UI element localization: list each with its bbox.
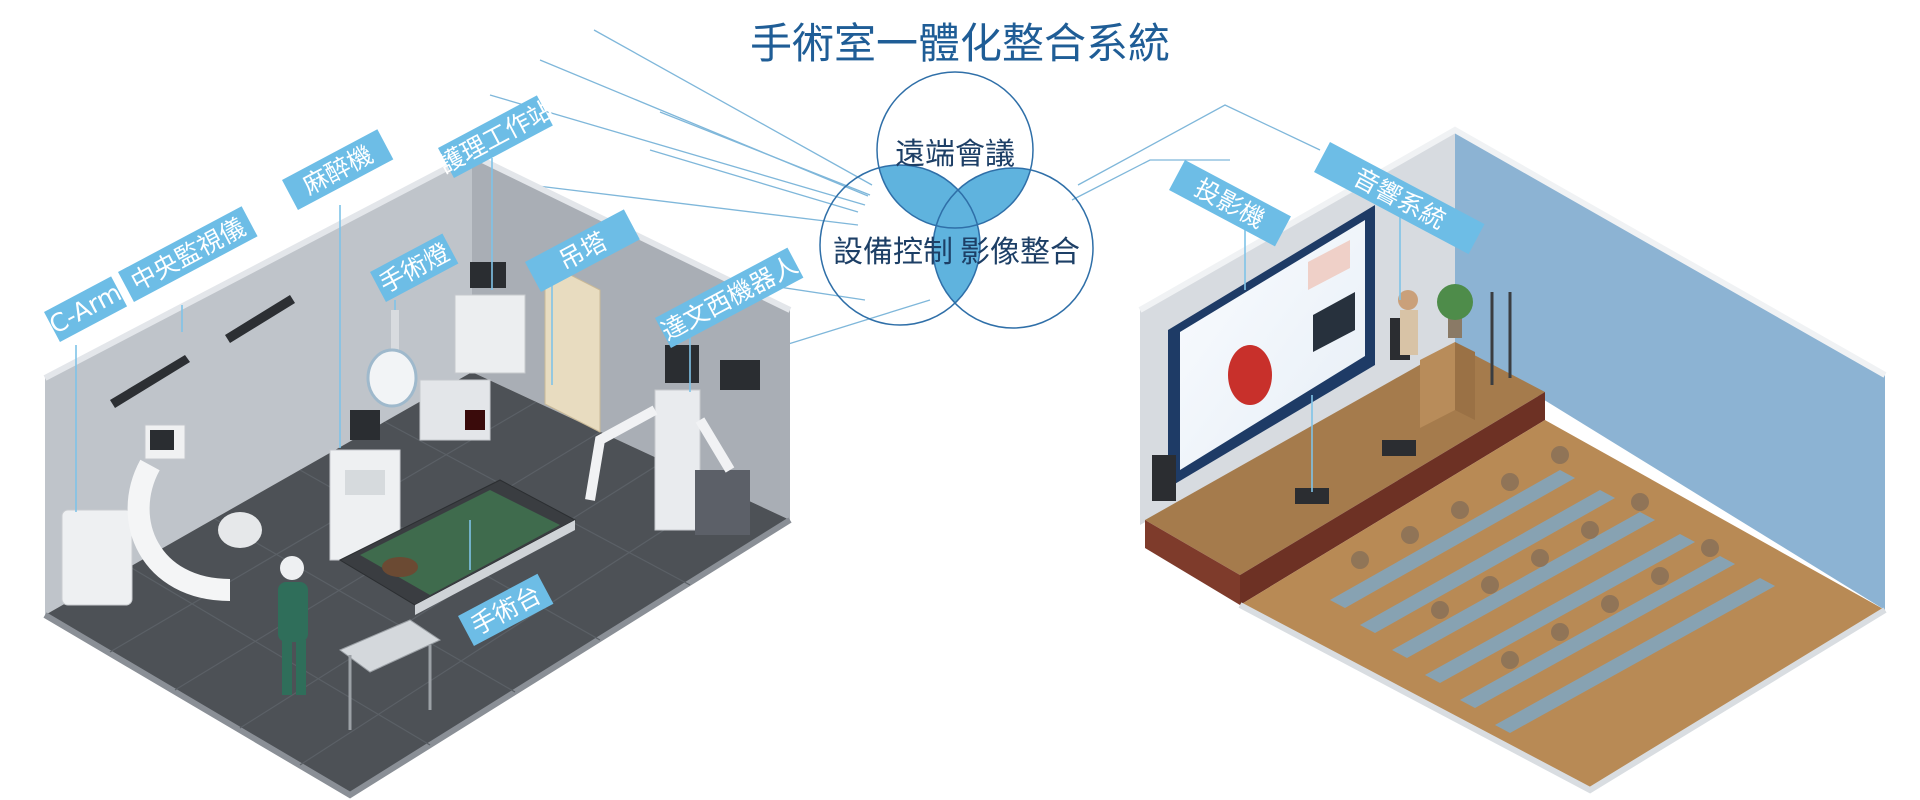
pendant-tower [419, 262, 526, 441]
stage-monitor-speaker-2 [1382, 440, 1416, 456]
instrument-cart [338, 619, 442, 730]
tag-projector-label: 投影機 [1190, 173, 1270, 234]
audience-seating [1330, 470, 1775, 733]
or-door [544, 261, 601, 433]
surgical-light [366, 310, 418, 408]
venn-label-image-integration: 影像整合 [960, 235, 1080, 270]
or-left-wall [45, 155, 472, 615]
venn-label-device-control: 設備控制 [833, 235, 953, 270]
operating-room-illustration [43, 151, 792, 799]
stage-monitor-speaker-1 [1295, 488, 1329, 504]
venn-circle-device-control [819, 164, 981, 326]
lecture-hall-illustration [1138, 126, 1887, 794]
tag-projector: 投影機 [1169, 160, 1291, 247]
surgeon-figure [278, 556, 308, 695]
tag-c-arm-label: C-Arm [44, 278, 126, 340]
microphone-stands [1490, 292, 1512, 385]
operating-table [338, 479, 577, 615]
podium [1420, 342, 1475, 428]
projection-screen [1168, 205, 1375, 488]
presenter-figure [1398, 290, 1418, 355]
venn-circle-image-integration [932, 167, 1094, 329]
audience-heads [1351, 446, 1719, 669]
venn-label-remote-meeting: 遠端會議 [895, 137, 1015, 172]
left-speaker [1152, 455, 1176, 501]
hall-right-wall [1455, 130, 1885, 610]
stage-plant [1437, 284, 1473, 338]
diagram-title: 手術室一體化整合系統 [750, 19, 1170, 68]
da-vinci-robot [585, 345, 760, 535]
venn-circle-remote-meeting [876, 71, 1034, 229]
tag-anesthesia-label: 麻醉機 [298, 140, 378, 201]
stage-front [1145, 520, 1240, 605]
c-arm-machine [61, 424, 262, 606]
tag-c-arm: C-Arm [43, 276, 128, 343]
venn-diagram: 遠端會議 設備控制 影像整合 [819, 71, 1094, 329]
tag-anesthesia: 麻醉機 [282, 129, 394, 211]
